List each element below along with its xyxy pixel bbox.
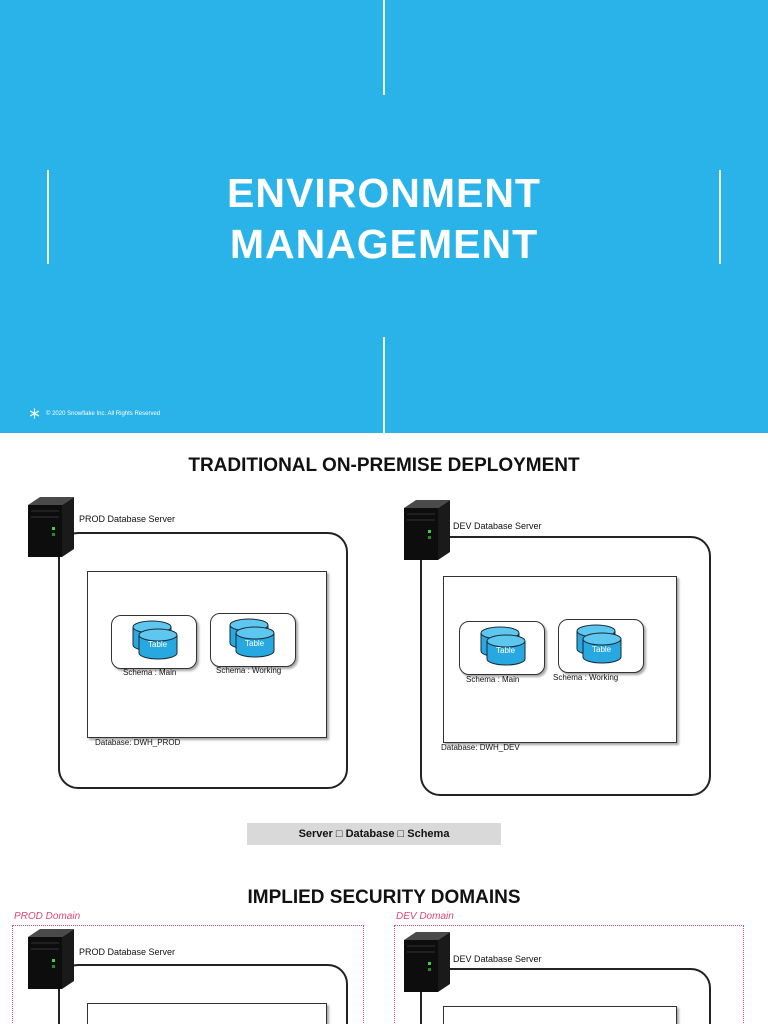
- dev-server-label: DEV Database Server: [453, 521, 542, 531]
- prod-domain-database-box: [87, 1003, 327, 1024]
- table-label: Table: [496, 646, 516, 655]
- dev-domain-box: [394, 925, 744, 1024]
- security-domains-title: IMPLIED SECURITY DOMAINS: [247, 887, 521, 908]
- copyright-text: © 2020 Snowflake Inc. All Rights Reserve…: [46, 410, 161, 417]
- divider-line-left: [47, 170, 49, 264]
- prod-schema-working-label: Schema : Working: [216, 666, 282, 675]
- divider-line-top: [383, 0, 385, 95]
- dev-domain-label: DEV Domain: [396, 911, 454, 922]
- prod-schema-main-label: Schema : Main: [123, 668, 177, 677]
- prod-server-icon: [28, 497, 74, 557]
- table-label: Table: [148, 640, 168, 649]
- snowflake-logo-icon: [29, 408, 40, 419]
- divider-line-right: [719, 170, 721, 264]
- dev-domain-server-icon: [404, 932, 450, 992]
- prod-domain-server-icon: [28, 929, 74, 989]
- title-line-1: ENVIRONMENT: [227, 170, 541, 216]
- table-label: Table: [592, 645, 612, 654]
- dev-domain-server-label: DEV Database Server: [453, 954, 542, 964]
- prod-database-label: Database: DWH_PROD: [95, 738, 181, 747]
- dev-schema-main-label: Schema : Main: [466, 675, 520, 684]
- footer: © 2020 Snowflake Inc. All Rights Reserve…: [29, 408, 160, 419]
- section-title: TRADITIONAL ON-PREMISE DEPLOYMENT: [188, 455, 580, 476]
- prod-domain-box: [12, 925, 364, 1024]
- dev-domain-database-box: [443, 1006, 677, 1024]
- table-icon: [228, 618, 276, 658]
- table-icon: [575, 624, 623, 664]
- divider-line-bottom: [383, 337, 385, 433]
- dev-schema-working-label: Schema : Working: [553, 673, 619, 682]
- dev-database-label: Database: DWH_DEV: [441, 743, 520, 752]
- title-slide: ENVIRONMENT MANAGEMENT © 2020 Snowflake …: [0, 0, 768, 433]
- hierarchy-legend: Server □ Database □ Schema: [247, 823, 501, 845]
- slide-title: ENVIRONMENT MANAGEMENT: [0, 168, 768, 270]
- prod-domain-label: PROD Domain: [14, 911, 81, 922]
- deployment-slide: TRADITIONAL ON-PREMISE DEPLOYMENT PROD D…: [0, 433, 768, 1024]
- dev-server-icon: [404, 500, 450, 560]
- prod-domain-server-label: PROD Database Server: [79, 947, 176, 957]
- prod-server-label: PROD Database Server: [79, 514, 176, 524]
- table-label: Table: [245, 639, 265, 648]
- title-line-2: MANAGEMENT: [229, 221, 539, 267]
